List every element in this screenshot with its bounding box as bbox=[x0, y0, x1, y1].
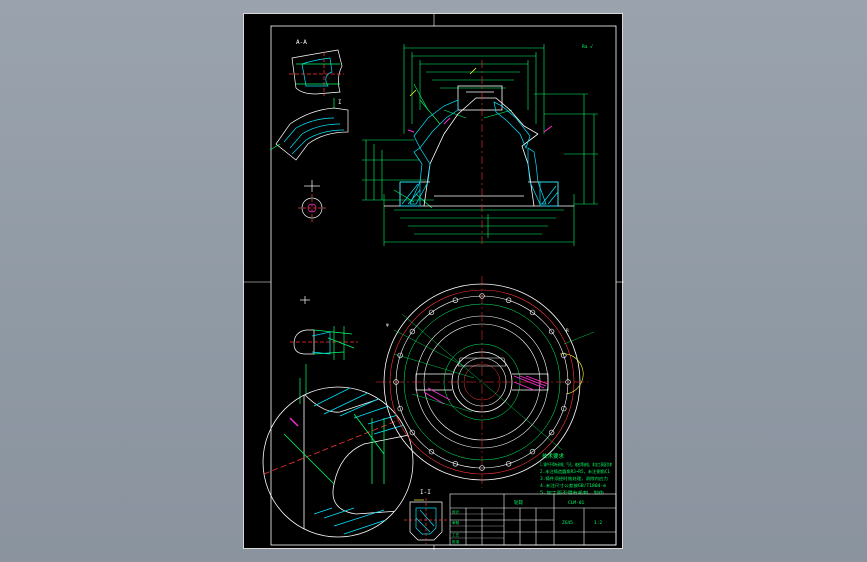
bolt-hole bbox=[452, 297, 459, 303]
bolt-hole bbox=[548, 328, 555, 335]
bolt-hole bbox=[561, 352, 567, 359]
enlarged-detail-circle bbox=[262, 386, 414, 538]
title-block-material: ZG45 bbox=[562, 520, 573, 526]
bolt-hole bbox=[505, 461, 512, 467]
detail-view-small-hub bbox=[298, 180, 326, 222]
flange-dim-labels: φ R bbox=[386, 323, 569, 334]
bolt-hole bbox=[452, 461, 459, 467]
roughness-mark: Ra √ bbox=[582, 44, 593, 50]
bolt-hole bbox=[428, 448, 435, 455]
title-block bbox=[449, 493, 617, 546]
title-block-scale: 1:2 bbox=[594, 520, 602, 526]
bolt-hole bbox=[393, 379, 399, 385]
bolt-hole bbox=[409, 429, 416, 436]
title-block-part-name: 轮毂 bbox=[514, 499, 523, 506]
section-view-small-bottom bbox=[404, 498, 448, 544]
bolt-hole bbox=[565, 379, 571, 385]
title-block-drawing-no: CLM-01 bbox=[568, 500, 585, 506]
title-block-cell-review: 审核 bbox=[452, 520, 460, 525]
inner-frame bbox=[270, 25, 617, 546]
technical-notes: 技术要求 1.铸件不得有砂眼、气孔、缩松等缺陷，非加工表面涂漆 2.未注铸造圆角… bbox=[540, 452, 612, 495]
notes-line-2: 2.未注铸造圆角R3~R5，未注倒角C1 bbox=[540, 468, 611, 474]
detail-label-top: I bbox=[338, 99, 342, 106]
notes-title: 技术要求 bbox=[542, 452, 565, 460]
svg-text:R: R bbox=[566, 328, 569, 334]
detail-view-top-left bbox=[289, 49, 344, 96]
bolt-hole bbox=[397, 405, 403, 412]
section-label-top: A-A bbox=[296, 39, 307, 46]
bolt-hole bbox=[479, 465, 485, 471]
drawing-sheet: Ra √ A-A I I-I bbox=[243, 13, 624, 550]
bolt-hole bbox=[428, 309, 435, 316]
title-block-cell-approve: 批准 bbox=[452, 539, 460, 544]
bolt-hole bbox=[548, 429, 555, 436]
title-block-text: 轮毂 CLM-01 ZG45 1:2 设计 审核 工艺 批准 bbox=[452, 499, 602, 544]
bolt-hole bbox=[505, 297, 512, 303]
notes-line-3: 3.铸件须经时效处理，消除内应力 bbox=[540, 475, 608, 481]
flange-front-view bbox=[376, 276, 595, 488]
bolt-hole bbox=[561, 405, 567, 412]
bolt-hole bbox=[409, 328, 416, 335]
section-label-bottom: I-I bbox=[420, 489, 431, 496]
notes-line-4: 4.未注尺寸公差按GB/T1804-m bbox=[540, 482, 607, 488]
bolt-hole bbox=[529, 309, 536, 316]
detail-view-bottom-left bbox=[290, 296, 358, 404]
bolt-hole bbox=[479, 293, 485, 299]
section-view-aa bbox=[362, 44, 598, 246]
cad-drawing: Ra √ A-A I I-I bbox=[244, 14, 624, 550]
notes-line-5: 5.加工面不得有毛刺、划伤 bbox=[540, 489, 604, 495]
title-block-cell-process: 工艺 bbox=[452, 532, 460, 537]
bolt-hole bbox=[529, 448, 536, 455]
notes-line-1: 1.铸件不得有砂眼、气孔、缩松等缺陷，非加工表面涂漆 bbox=[540, 461, 612, 467]
bolt-hole bbox=[397, 352, 403, 359]
title-block-cell-design: 设计 bbox=[452, 509, 460, 514]
svg-text:φ: φ bbox=[386, 323, 389, 328]
detail-view-left-bracket bbox=[269, 98, 349, 161]
